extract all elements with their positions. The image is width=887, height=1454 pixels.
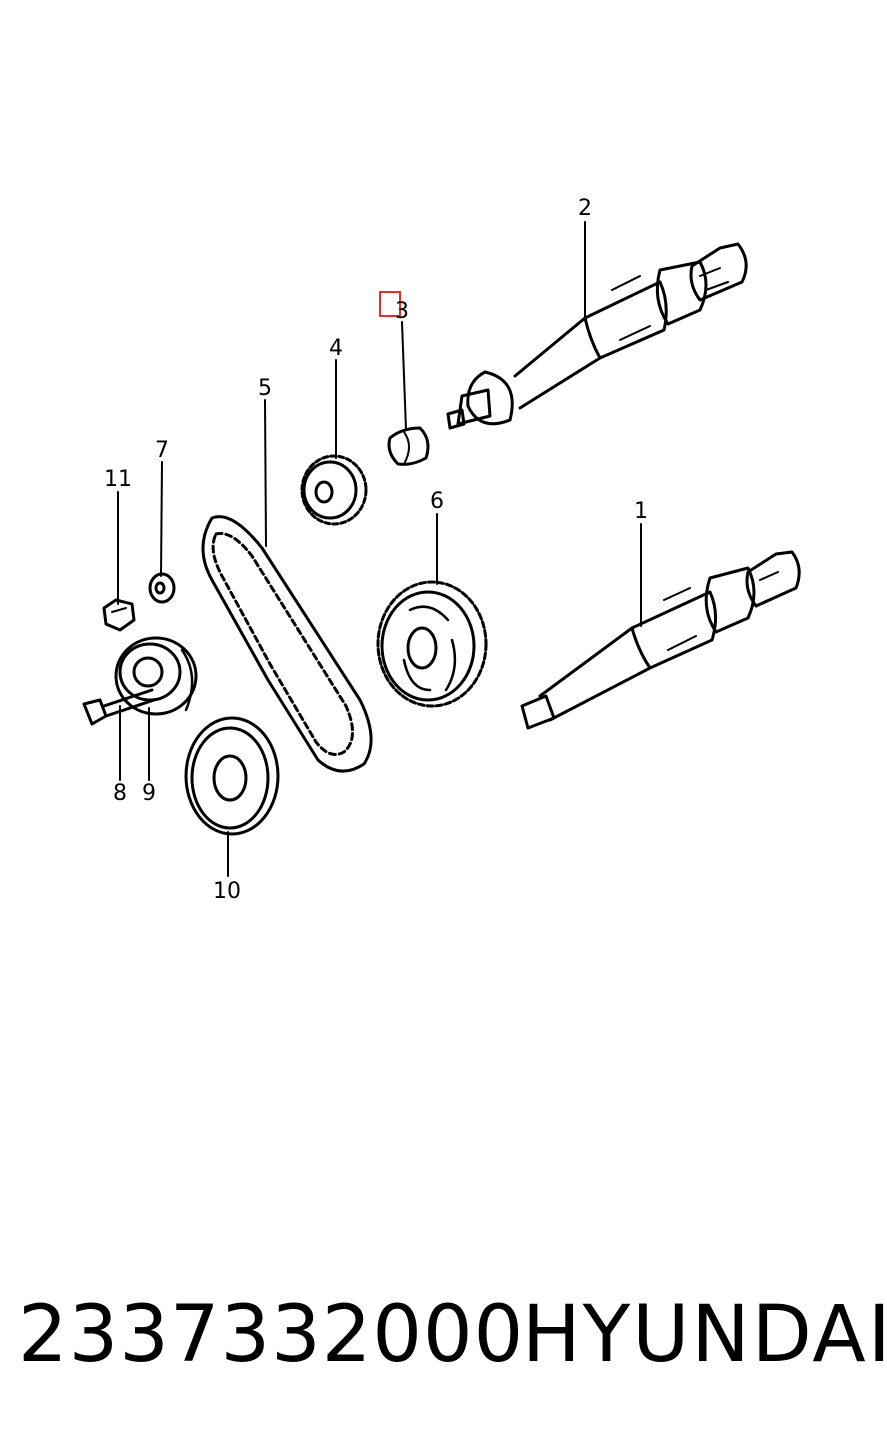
callout-3: 3: [395, 299, 409, 324]
leader-5: [264, 399, 267, 547]
callout-5: 5: [258, 376, 272, 401]
callout-1: 1: [634, 499, 648, 524]
footer-caption: 2337332000 HYUNDAI: [0, 1290, 887, 1400]
pulley-disc: [184, 716, 280, 836]
callout-4: 4: [329, 336, 343, 361]
highlight-marker: [379, 291, 401, 317]
timing-chain: [201, 515, 373, 773]
small-sprocket: [300, 454, 368, 526]
balance-shaft-lower: [520, 550, 801, 730]
leader-lines: [117, 221, 642, 877]
callout-10: 10: [213, 879, 241, 904]
washer-part: [148, 572, 176, 604]
callout-2: 2: [578, 196, 592, 221]
balance-shaft-upper: [446, 242, 748, 430]
bolt-small: [102, 598, 136, 632]
callout-6: 6: [430, 489, 444, 514]
bolt-long: [82, 688, 156, 726]
callout-8: 8: [113, 781, 127, 806]
callout-11: 11: [104, 467, 132, 492]
callout-9: 9: [142, 781, 156, 806]
large-sprocket: [376, 580, 488, 708]
chain-tensioner: [114, 636, 198, 716]
bushing-part: [387, 426, 430, 466]
leader-3: [401, 321, 407, 431]
leader-7: [160, 461, 163, 577]
part-number: 2337332000: [18, 1290, 525, 1380]
brand-name: HYUNDAI: [522, 1290, 887, 1380]
callout-7: 7: [155, 438, 169, 463]
